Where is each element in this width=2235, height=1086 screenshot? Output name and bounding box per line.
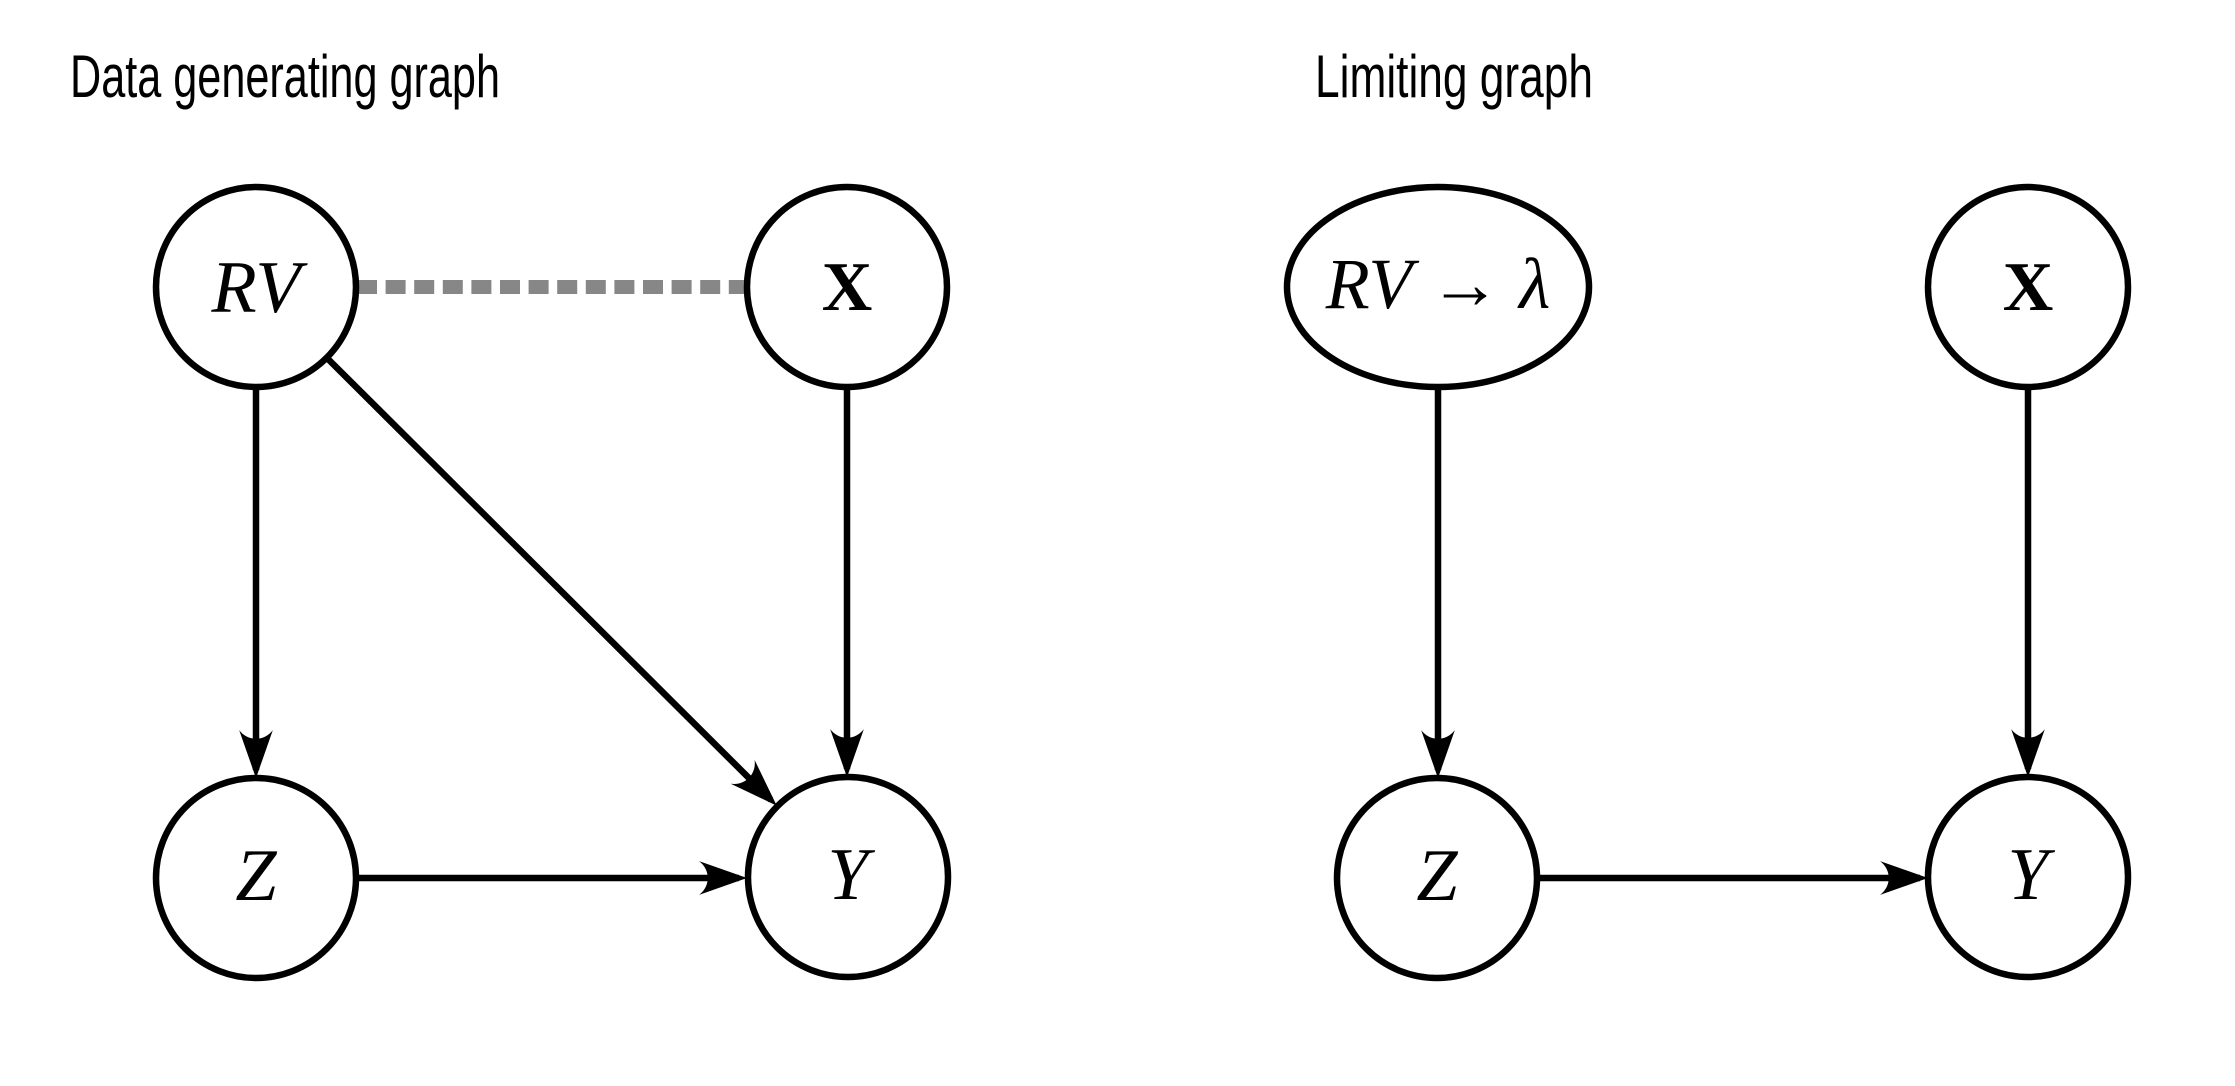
node-z-circle-right: [1333, 774, 1541, 982]
left-graph: RV X Z Y: [152, 183, 952, 982]
node-rv-circle: [152, 183, 360, 391]
node-y-circle-right: [1924, 773, 2132, 981]
node-x-circle-right: [1924, 183, 2132, 391]
node-z-label-left: Z: [235, 835, 277, 917]
node-rvlambda-label: RV → λ: [1325, 244, 1551, 324]
node-z-circle-left: [152, 774, 360, 982]
node-rv-label: RV: [210, 247, 308, 329]
node-z-label-right: Z: [1416, 835, 1458, 917]
node-x-label-left: X: [822, 249, 873, 326]
node-y-label-left: Y: [827, 834, 875, 916]
right-graph-title: Limiting graph: [1315, 43, 1593, 110]
node-rvlambda-ellipse: [1283, 183, 1593, 391]
node-y-circle-left: [744, 773, 952, 981]
right-graph: RV → λ X Z Y: [1283, 183, 2132, 982]
edge-rv-to-y: [324, 355, 777, 806]
node-y-label-right: Y: [2007, 834, 2055, 916]
left-graph-title: Data generating graph: [70, 43, 500, 110]
node-x-circle-left: [743, 183, 951, 391]
node-x-label-right: X: [2003, 249, 2054, 326]
